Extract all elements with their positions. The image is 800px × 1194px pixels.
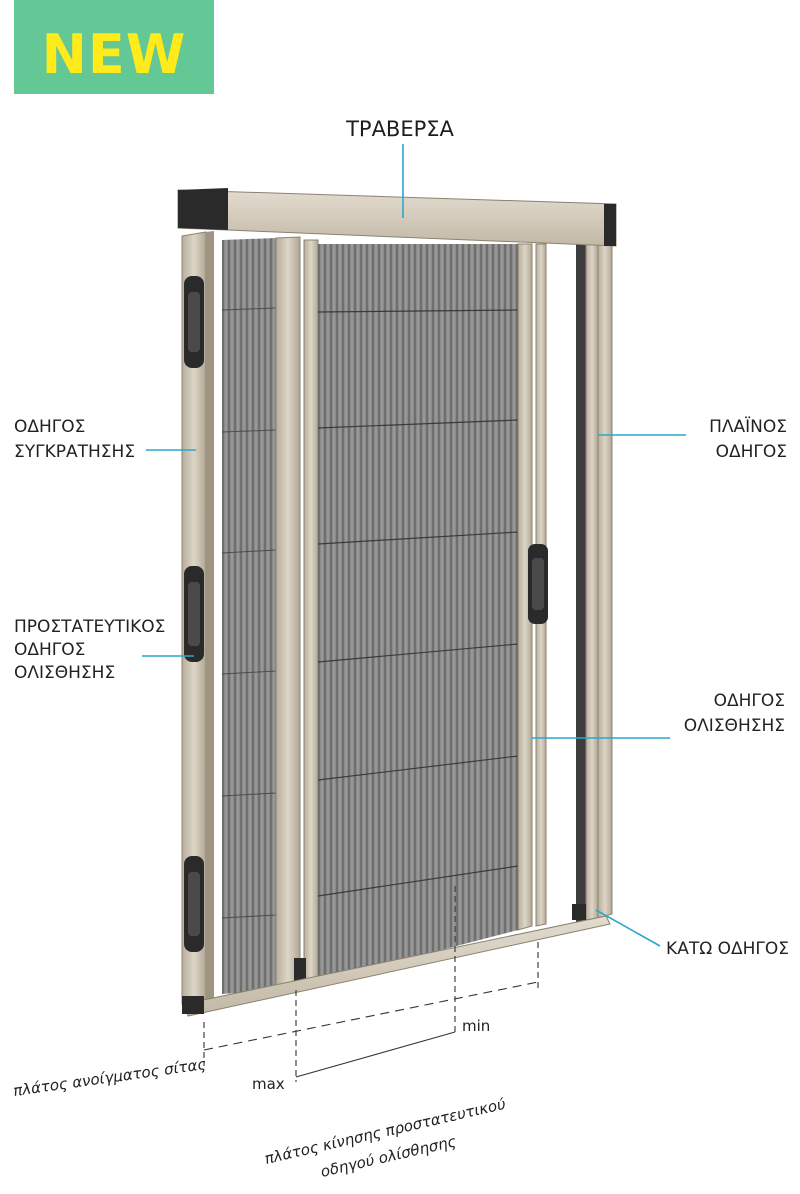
- dimension-lines: [203, 886, 539, 1082]
- label-retention-guide: ΟΔΗΓΟΣ ΣΥΓΚΡΑΤΗΣΗΣ: [14, 417, 135, 462]
- new-badge: NEW: [14, 0, 214, 94]
- badge-text: NEW: [42, 23, 187, 86]
- dimension-min-label: min: [462, 1017, 490, 1035]
- dimension-max-label: max: [252, 1075, 285, 1093]
- label-side-guide-line-2: ΟΔΗΓΟΣ: [716, 442, 787, 462]
- dimension-travel-width-label: πλάτος κίνησης προστατευτικού οδηγού ολί…: [263, 1095, 508, 1181]
- label-retention-guide-line-2: ΣΥΓΚΡΑΤΗΣΗΣ: [14, 442, 135, 462]
- label-bottom-guide: ΚΑΤΩ ΟΔΗΓΟΣ: [666, 939, 789, 959]
- label-protective-guide: ΠΡΟΣΤΑΤΕΥΤΙΚΟΣ ΟΔΗΓΟΣ ΟΛΙΣΘΗΣΗΣ: [14, 617, 165, 683]
- label-protective-guide-line-2: ΟΔΗΓΟΣ: [14, 640, 85, 660]
- label-sliding-guide-line-2: ΟΛΙΣΘΗΣΗΣ: [684, 716, 785, 736]
- label-protective-guide-line-1: ΠΡΟΣΤΑΤΕΥΤΙΚΟΣ: [14, 617, 165, 637]
- dimension-opening-width-label: πλάτος ανοίγματος σίτας: [12, 1055, 207, 1100]
- label-traversa: ΤΡΑΒΕΡΣΑ: [345, 117, 454, 141]
- label-side-guide-line-1: ΠΛΑΪΝΟΣ: [709, 416, 787, 437]
- label-retention-guide-line-1: ΟΔΗΓΟΣ: [14, 417, 85, 437]
- label-side-guide: ΠΛΑΪΝΟΣ ΟΔΗΓΟΣ: [709, 416, 787, 462]
- callout-bottom-guide: [595, 909, 661, 947]
- label-sliding-guide: ΟΔΗΓΟΣ ΟΛΙΣΘΗΣΗΣ: [684, 691, 785, 736]
- callout-lines: [142, 144, 686, 947]
- screen-door-illustration: [177, 188, 617, 1017]
- label-protective-guide-line-3: ΟΛΙΣΘΗΣΗΣ: [14, 663, 115, 683]
- label-sliding-guide-line-1: ΟΔΗΓΟΣ: [714, 691, 785, 711]
